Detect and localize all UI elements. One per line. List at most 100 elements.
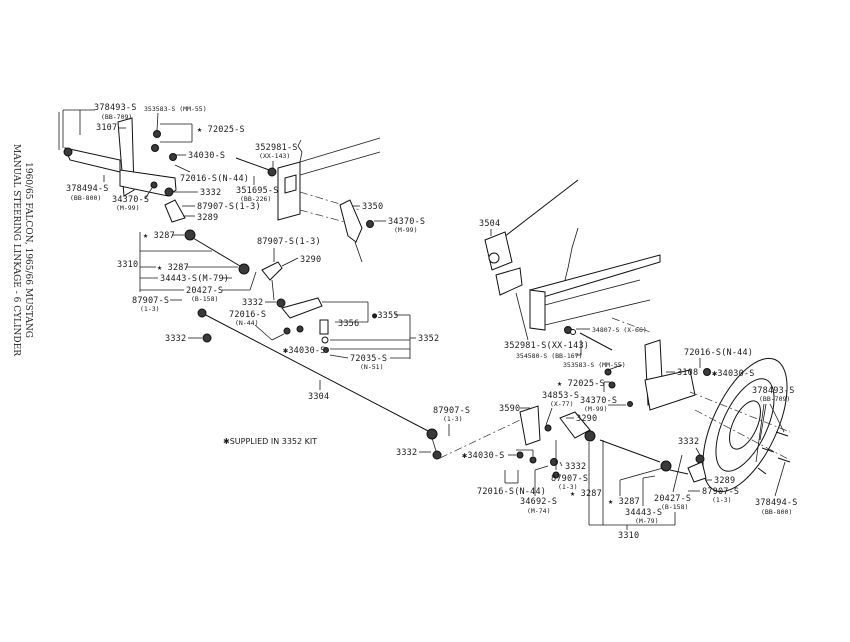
label-3287-a: ★ 3287 [143,231,175,241]
label-34370-s-frame: 34370-S [388,217,425,227]
idler-arm-kit [281,297,329,353]
nut-icon [151,144,159,152]
label-87907-s-right: 87907-S [702,487,739,497]
nut-icon [150,181,158,189]
bushing-3356 [319,319,329,335]
label-3108: 3108 [677,368,698,378]
nut-icon [529,456,537,464]
label-378494-s-right: 378494-S [755,498,798,508]
nut-icon [627,401,633,407]
nut-icon [695,454,705,464]
label-20427-s: 20427-S [186,286,223,296]
label-3287-lower-right-a: ★ 3287 [570,489,602,499]
label-378494-s-left: 378494-S [66,184,109,194]
left-spindle-shaft [64,147,121,173]
label-34030-s-right: ✱34030-S [712,369,755,379]
label-72035-s-code: (N-51) [360,363,383,371]
ball-joint-icon [426,428,438,440]
nut-icon [283,327,291,335]
label-3287-lower-right-b: ★ 3287 [608,497,640,507]
tie-rod-end-3287 [660,460,672,472]
nut-icon [202,333,212,343]
steering-column-shaft [499,179,579,241]
nut-icon [276,298,286,308]
label-3289-right: 3289 [714,476,735,486]
title-line-1: MANUAL STEERING LINKAGE - 6 CYLINDER [11,144,21,356]
label-72025-s-right: ★ 72025-S [557,379,605,389]
label-378493-s: 378493-S [94,103,137,113]
bolt-icon [63,147,73,157]
nut-icon [552,471,560,479]
label-34443-s: 34443-S(M-79) [160,274,229,284]
label-34853-s-code: (X-77) [550,400,573,408]
ball-joint-icon [197,308,207,318]
label-87907-s-left-top: 87907-S(1-3) [197,202,261,212]
label-34030-s-left: 34030-S [188,151,225,161]
label-34030-s-lower-right: ✱34030-S [462,451,505,461]
label-72025-s: ★ 72025-S [197,125,245,135]
label-352981-s-gear: 352981-S(XX-143) [504,341,589,351]
label-87907-s-lower-right: 87907-S [551,474,588,484]
tie-rod-end-3287 [184,229,196,241]
label-34370-s-right: 34370-S [580,396,617,406]
steering-gear-assembly [484,179,696,446]
nut-icon [604,368,612,376]
label-87907-s-upper: 87907-S(1-3) [257,237,321,247]
nut-icon [267,167,277,177]
pitman-3290-right [559,411,591,439]
nut-icon [703,368,711,376]
label-20427-s-right: 20427-S [654,494,691,504]
label-34370-s-left: 34370-S [112,195,149,205]
label-353583-s: 353583-S (MM-55) [144,105,207,113]
bolt-icon [761,447,775,453]
label-34443-s-right: 34443-S [625,508,662,518]
label-87907-s-lower: 87907-S [132,296,169,306]
pitman-3290 [261,261,283,281]
label-72016-s-right: 72016-S(N-44) [684,348,753,358]
label-3290-left: 3290 [300,255,321,265]
label-34692-s-code: (M-74) [527,507,550,515]
label-3590: 3590 [499,404,520,414]
tie-rod-end-3287 [584,430,596,442]
label-3304: 3304 [308,392,329,402]
nut-icon [366,220,374,228]
label-34807-s: 34807-S (X-66) [592,326,647,334]
left-tie-rod [139,229,283,301]
label-378494-s-right-code: (BB-800) [761,508,792,516]
label-34370-s-frame-code: (M-99) [394,226,417,234]
right-brake-backing-plate [687,357,791,493]
nut-icon [550,458,558,466]
label-3332-lower: 3332 [165,334,186,344]
kit-footnote: ✱SUPPLIED IN 3352 KIT [223,437,317,446]
label-3352: 3352 [418,334,439,344]
label-3332-lower-right: 3332 [565,462,586,472]
nut-icon [544,424,552,432]
label-34692-s: 34692-S [520,497,557,507]
label-34370-s-right-code: (M-99) [584,405,607,413]
label-378493-s-right: 378493-S [752,386,795,396]
right-spindle-hub [644,369,696,411]
label-351695-s: 351695-S [236,186,279,196]
idler-arm-bracket-3350 [339,199,363,243]
label-72016-s-left: 72016-S(N-44) [180,174,249,184]
label-378494-s-left-code: (BB-800) [70,194,101,202]
nut-icon [432,450,442,460]
tie-rod-end-3289-right [687,461,707,483]
label-34853-s: 34853-S [542,391,579,401]
label-34370-s-left-code: (M-99) [116,204,139,212]
bolt-354580 [579,332,613,351]
label-3332-mid: 3332 [242,298,263,308]
frame-bracket [235,137,381,263]
adjusting-sleeve-3310-right [599,439,661,463]
label-352981-s-frame: 352981-S [255,143,298,153]
bolt-icon [777,457,791,463]
nut-icon [516,451,524,459]
bolt-icon [775,431,789,437]
adjusting-sleeve-3310 [192,237,241,267]
label-351695-s-code: (BB-226) [240,195,271,203]
nut-icon [608,381,616,389]
label-72016-s-mid: 72016-S [229,310,266,320]
tie-rod-end-3287 [238,263,250,275]
label-72016-s-mid-code: (N-44) [235,319,258,327]
